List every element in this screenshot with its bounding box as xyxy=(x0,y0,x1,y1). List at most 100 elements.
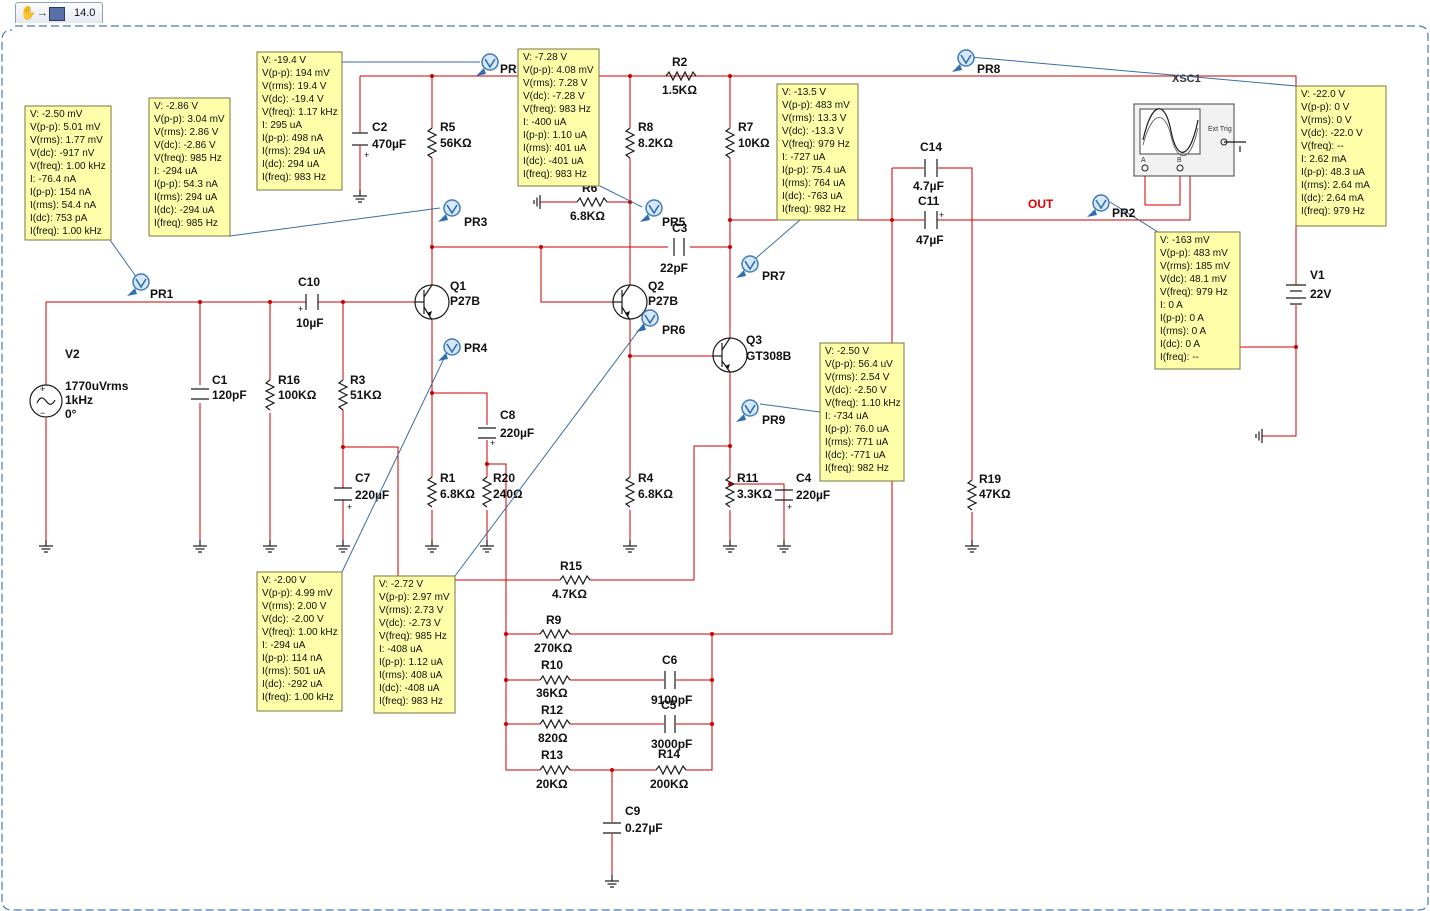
r11-resistor[interactable] xyxy=(724,476,736,508)
r20-resistor[interactable] xyxy=(481,476,493,508)
probe-readout-line: I(freq): 983 Hz xyxy=(523,169,587,180)
c5-label: C5 xyxy=(661,698,677,712)
svg-text:+: + xyxy=(40,384,45,394)
q1-transistor[interactable] xyxy=(414,284,450,321)
probes[interactable]: PR1 PR3 PR4 PR11 PR5 PR6 PR7 PR9 PR8 PR2 xyxy=(126,49,1136,427)
probe-readout-box xyxy=(1154,231,1241,370)
v2-amplitude: 1770uVrms xyxy=(65,379,129,393)
r14-value: 200KΩ xyxy=(650,777,689,791)
r5-value: 56KΩ xyxy=(440,136,472,150)
v1-battery[interactable] xyxy=(1286,284,1306,305)
probe-readout-line: I(rms): 764 uA xyxy=(782,178,846,189)
r10-resistor[interactable] xyxy=(539,674,571,686)
probe-readout-line: I(p-p): 54.3 nA xyxy=(154,179,218,190)
probe-readout-line: V(p-p): 0 V xyxy=(1301,102,1350,113)
v2-source[interactable]: + − xyxy=(29,384,63,418)
r12-resistor[interactable] xyxy=(539,718,571,730)
r1-resistor[interactable] xyxy=(426,476,438,508)
c14-value: 4.7µF xyxy=(913,179,944,193)
probe-readout-line: I(dc): -292 uA xyxy=(262,679,323,690)
probe-readout-line: I: -734 uA xyxy=(825,411,869,422)
v2-label: V2 xyxy=(65,347,80,361)
probe-readout-line: V(rms): 2.54 V xyxy=(825,372,890,383)
c3-capacitor[interactable] xyxy=(673,238,685,256)
c6-capacitor[interactable] xyxy=(664,671,676,689)
c1-capacitor[interactable] xyxy=(191,388,209,400)
r2-resistor[interactable] xyxy=(665,70,697,82)
r16-resistor[interactable] xyxy=(264,379,276,411)
c11-capacitor[interactable]: + xyxy=(924,210,944,229)
probe-readout-line: I(freq): 985 Hz xyxy=(154,218,218,229)
r20-label: R20 xyxy=(493,471,515,485)
svg-text:−: − xyxy=(40,408,45,418)
r6-value: 6.8KΩ xyxy=(570,209,605,223)
q3-label: Q3 xyxy=(746,333,762,347)
probe-readout-line: V: -2.50 mV xyxy=(30,109,83,120)
probe-readout-line: V(dc): 48.1 mV xyxy=(1160,274,1227,285)
r6-resistor[interactable] xyxy=(576,196,608,208)
probe-readout-box xyxy=(256,571,343,712)
ground-icon xyxy=(335,539,351,553)
r13-resistor[interactable] xyxy=(539,764,571,776)
probe-readout-line: I(p-p): 154 nA xyxy=(30,187,91,198)
probe-readout-box xyxy=(1295,85,1387,227)
r12-value: 820Ω xyxy=(538,731,568,745)
voltage-probe-icon xyxy=(437,199,461,223)
pr1-label: PR1 xyxy=(150,287,174,301)
r4-resistor[interactable] xyxy=(624,476,636,508)
ground-icon xyxy=(722,539,738,553)
c7-label: C7 xyxy=(355,471,371,485)
r15-value: 4.7KΩ xyxy=(552,587,587,601)
probe-readout-line: V(rms): 2.00 V xyxy=(262,601,327,612)
ground-icon xyxy=(479,539,495,553)
ground-icon xyxy=(622,539,638,553)
c7-capacitor[interactable]: + xyxy=(334,487,352,512)
probe-readout-line: V(rms): 185 mV xyxy=(1160,261,1230,272)
c5-capacitor[interactable] xyxy=(664,715,676,733)
r7-resistor[interactable] xyxy=(724,127,736,159)
tab-strip: ✋ → 14.0 xyxy=(0,0,1430,26)
voltage-probe-icon xyxy=(735,255,759,279)
c4-capacitor[interactable]: + xyxy=(775,489,793,512)
ground-icon xyxy=(192,539,208,553)
ground-icon xyxy=(604,874,620,888)
design-tab[interactable]: ✋ → 14.0 xyxy=(15,2,103,23)
r19-value: 47KΩ xyxy=(979,487,1011,501)
r9-resistor[interactable] xyxy=(539,628,571,640)
probe-readout-line: V(p-p): 4.08 mV xyxy=(523,65,594,76)
scope-ext-trig-label: Ext Trig xyxy=(1208,126,1232,133)
c9-label: C9 xyxy=(625,804,641,818)
probe-readout-line: I(rms): 771 uA xyxy=(825,437,889,448)
c1-label: C1 xyxy=(212,373,228,387)
r19-resistor[interactable] xyxy=(966,479,978,511)
r5-resistor[interactable] xyxy=(426,127,438,159)
c10-capacitor[interactable]: + xyxy=(298,294,319,314)
q3-transistor[interactable] xyxy=(712,337,748,373)
probe-readout-line: V: -22.0 V xyxy=(1301,89,1345,100)
svg-text:+: + xyxy=(490,438,495,448)
probe-readout-line: V(rms): 13.3 V xyxy=(782,113,847,124)
r14-resistor[interactable] xyxy=(655,764,687,776)
oscilloscope-icon[interactable] xyxy=(1133,103,1246,177)
q1-label: Q1 xyxy=(450,279,466,293)
c14-capacitor[interactable] xyxy=(924,159,938,177)
q2-transistor[interactable] xyxy=(612,284,648,321)
r3-resistor[interactable] xyxy=(337,379,349,411)
probe-readout-line: V(freq): 979 Hz xyxy=(1160,287,1228,298)
probe-readout-line: V: -2.50 V xyxy=(825,346,869,357)
r10-label: R10 xyxy=(541,658,563,672)
r15-resistor[interactable] xyxy=(559,574,591,586)
v1-label: V1 xyxy=(1310,268,1325,282)
probe-readout-line: V(p-p): 483 mV xyxy=(782,100,850,111)
probe-readout-line: I(rms): 0 A xyxy=(1160,326,1206,337)
probe-readout-line: V: -2.72 V xyxy=(379,579,423,590)
probe-readout-line: I(rms): 54.4 nA xyxy=(30,200,96,211)
probe-readout-box xyxy=(776,83,859,221)
probe-readout-line: V(dc): -13.3 V xyxy=(782,126,844,137)
r8-resistor[interactable] xyxy=(624,127,636,159)
c2-capacitor[interactable]: + xyxy=(352,132,369,190)
c9-capacitor[interactable] xyxy=(603,822,621,834)
r7-label: R7 xyxy=(738,120,754,134)
c8-capacitor[interactable]: + xyxy=(478,427,496,448)
